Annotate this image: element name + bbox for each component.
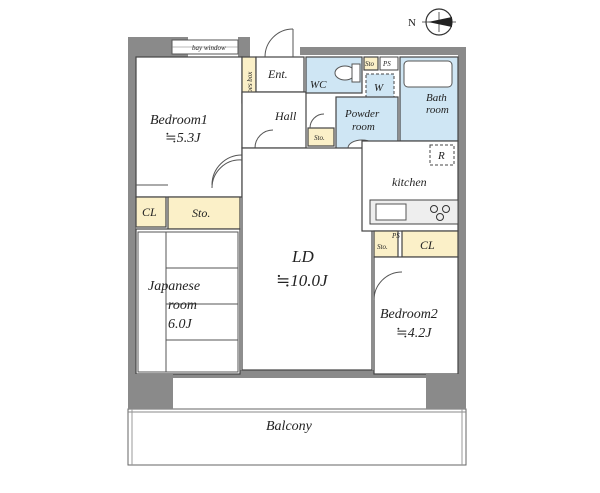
ps-label: PS [382,60,391,68]
powder-room-name2: room [352,121,375,133]
washer-area: W [365,73,395,99]
kitchen-name: kitchen [392,175,427,189]
wc: WC Sto PS [305,56,399,94]
sink-icon [375,203,407,221]
sto-hall-label: Sto. [314,134,325,142]
japanese-room-size: 6.0J [168,317,193,332]
north-arrow-icon [428,17,452,27]
north-compass: N [408,8,456,36]
stove-icon [430,205,450,221]
balcony: Balcony [127,374,467,466]
sto-wc-label: Sto [365,60,374,68]
storage-left: CL Sto. [135,196,241,230]
bedroom1-name: Bedroom1 [150,113,208,128]
entrance-name: Ent. [267,67,288,81]
bedroom1-size: ≒5.3J [165,131,201,146]
bathroom: Bath room [399,56,459,142]
living-dining: LD ≒10.0J [211,147,373,371]
closet-left-label: CL [142,205,157,219]
ps-kitchen-label: PS [391,232,400,240]
japanese-room: Japanese room 6.0J [135,228,241,375]
storage-right: Sto. PS CL [373,230,459,258]
wc-name: WC [310,79,327,91]
shoes-box-label: shoes box [246,71,254,99]
bay-window: bay window [171,39,239,55]
bedroom2: Bedroom2 ≒4.2J [373,256,459,375]
bedroom2-name: Bedroom2 [380,307,438,322]
ld-size: ≒10.0J [276,271,329,290]
fridge-label: R [437,150,445,162]
japanese-room-name2: room [168,298,197,313]
sto-kitchen-label: Sto. [377,243,388,251]
hall-name: Hall [274,109,297,123]
storage-left-label: Sto. [192,206,210,220]
balcony-name: Balcony [266,419,313,434]
bath-name2: room [426,104,449,116]
closet-right-label: CL [420,238,435,252]
kitchen: R kitchen [361,140,459,232]
washer-label: W [374,82,384,94]
ld-name: LD [291,247,314,266]
powder-room-name1: Powder [344,108,380,120]
bedroom2-size: ≒4.2J [396,326,432,341]
north-label: N [408,17,416,29]
bath-name1: Bath [426,92,447,104]
bay-window-label: bay window [192,44,226,52]
bedroom1: Bedroom1 ≒5.3J [135,56,243,198]
japanese-room-name1: Japanese [148,279,200,294]
hall: Hall [241,91,307,149]
